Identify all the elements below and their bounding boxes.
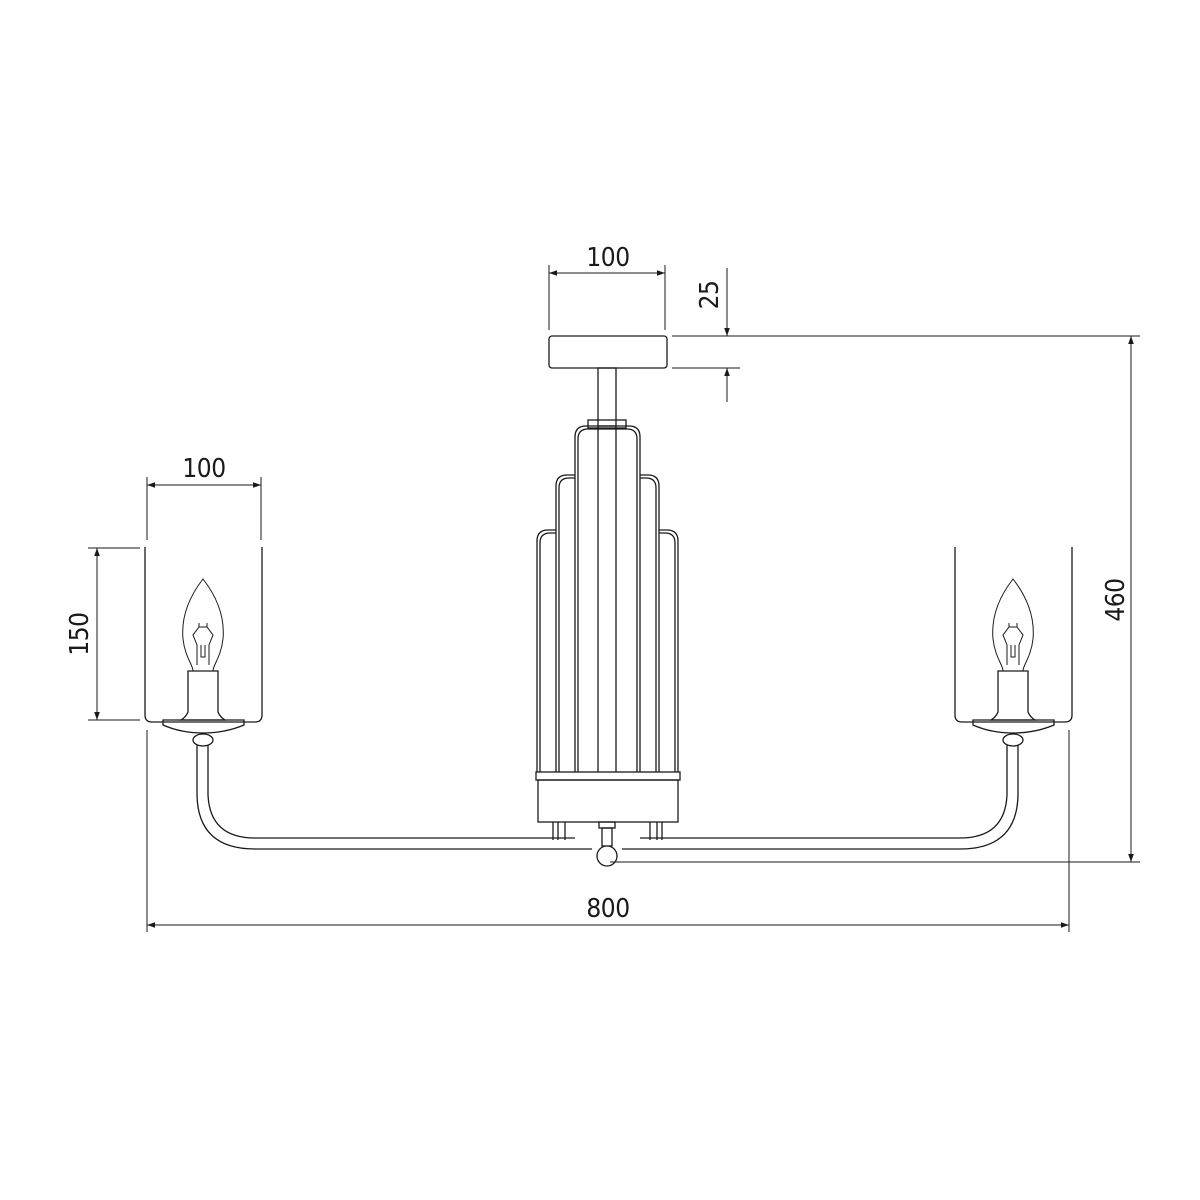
central-cage	[535, 419, 681, 867]
canopy	[548, 335, 668, 427]
left-lamp	[144, 546, 263, 747]
dim-shade-width: 100	[182, 454, 226, 484]
right-lamp	[954, 546, 1073, 747]
arms	[196, 745, 1019, 850]
dim-canopy-width: 100	[586, 243, 630, 273]
dimension-lines	[88, 265, 1140, 932]
dim-shade-height: 150	[65, 612, 95, 656]
dim-total-height: 460	[1101, 578, 1131, 622]
dim-canopy-height: 25	[695, 280, 725, 310]
dim-total-width: 800	[586, 894, 630, 924]
